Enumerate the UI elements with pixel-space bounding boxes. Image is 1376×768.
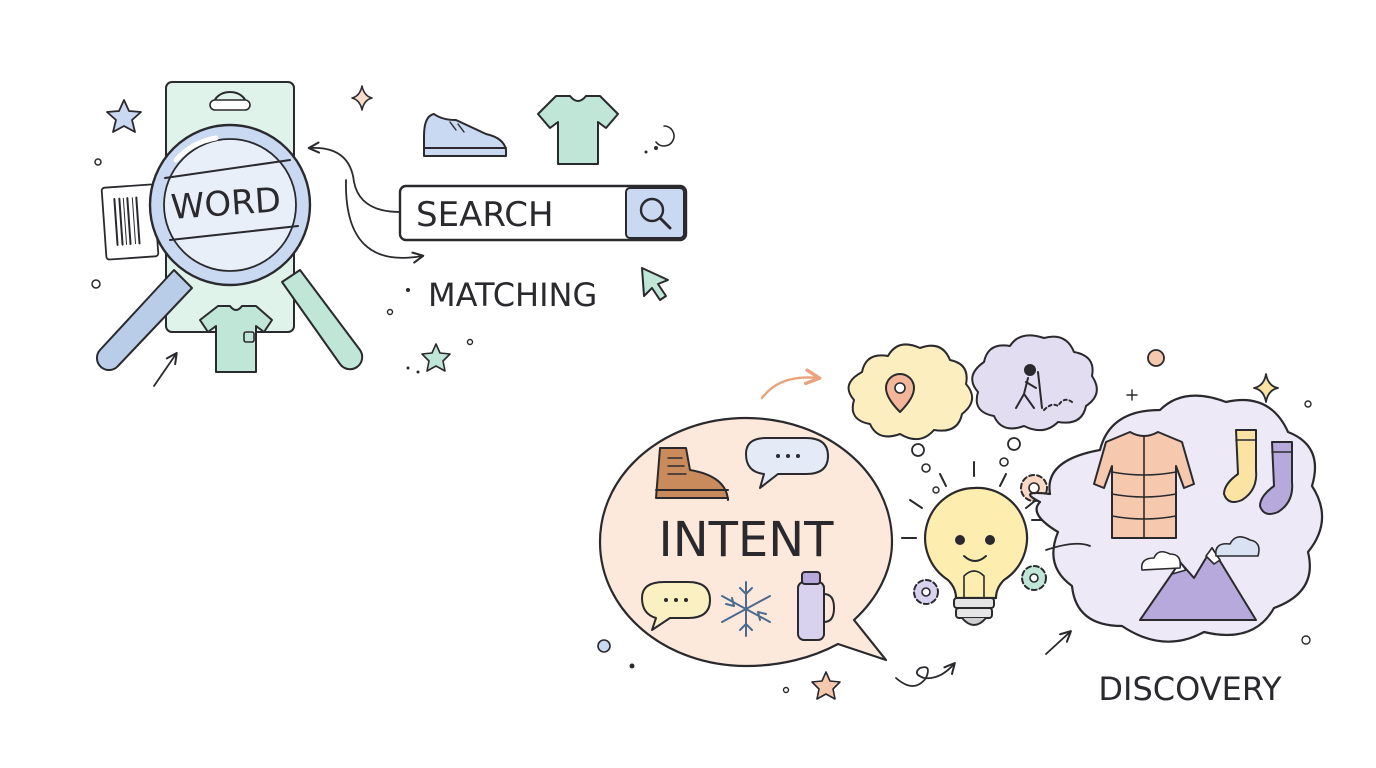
search-bar: SEARCH: [398, 184, 688, 242]
sparkle-icon: [1253, 373, 1279, 403]
hiker-icon: [1015, 364, 1073, 411]
thought-bubble-hiker: [971, 334, 1098, 432]
tshirt-icon: [537, 95, 619, 165]
sparkle-icon: [351, 85, 373, 111]
puffer-jacket-icon: [1093, 431, 1195, 539]
matching-label: MATCHING: [428, 276, 597, 314]
mountains-icon: [1139, 547, 1257, 621]
arrow-to-magnifier: [307, 141, 401, 213]
socks-icon: [1223, 429, 1294, 515]
star-icon: [811, 671, 841, 700]
discovery-cloud: [1029, 394, 1324, 643]
intent-label: INTENT: [659, 512, 835, 568]
gear-icon: [913, 579, 939, 605]
arrow-up-left: [153, 351, 178, 387]
word-label: WORD: [170, 180, 283, 228]
arrow-to-discovery: [1045, 630, 1072, 655]
barcode-tag-icon: [100, 183, 160, 261]
discovery-label: DISCOVERY: [1098, 670, 1282, 708]
snowflake-icon: [721, 581, 771, 637]
arrow-to-matching: [345, 179, 425, 264]
moon-icon: [655, 125, 675, 147]
chat-bubble-icon: [745, 437, 829, 489]
thought-bubble-location: [847, 343, 973, 441]
thermos-icon: [797, 571, 835, 641]
gear-icon: [1021, 565, 1047, 591]
sneaker-icon: [423, 113, 507, 157]
chat-bubble-icon: [641, 581, 711, 631]
cloud-icon: [1214, 536, 1260, 557]
tshirt-icon: [199, 305, 273, 373]
magnifier-icon: WORD: [95, 123, 364, 372]
word-matching-group: WORD SEARCH: [91, 81, 688, 387]
star-icon: [106, 99, 142, 133]
cursor-icon: [641, 267, 669, 301]
cloud-icon: [1140, 550, 1182, 571]
star-icon: [421, 343, 451, 372]
search-label: SEARCH: [416, 195, 554, 235]
intent-discovery-group: INTENT: [597, 334, 1324, 708]
search-icon: [639, 197, 672, 230]
lightbulb-icon: [901, 461, 1047, 626]
arrow-bulb-to-cloud: [1045, 542, 1091, 551]
arrow-to-thought: [760, 368, 822, 400]
hiking-boot-icon: [655, 447, 729, 501]
loop-arrow: [895, 662, 956, 687]
location-pin-icon: [885, 373, 915, 413]
